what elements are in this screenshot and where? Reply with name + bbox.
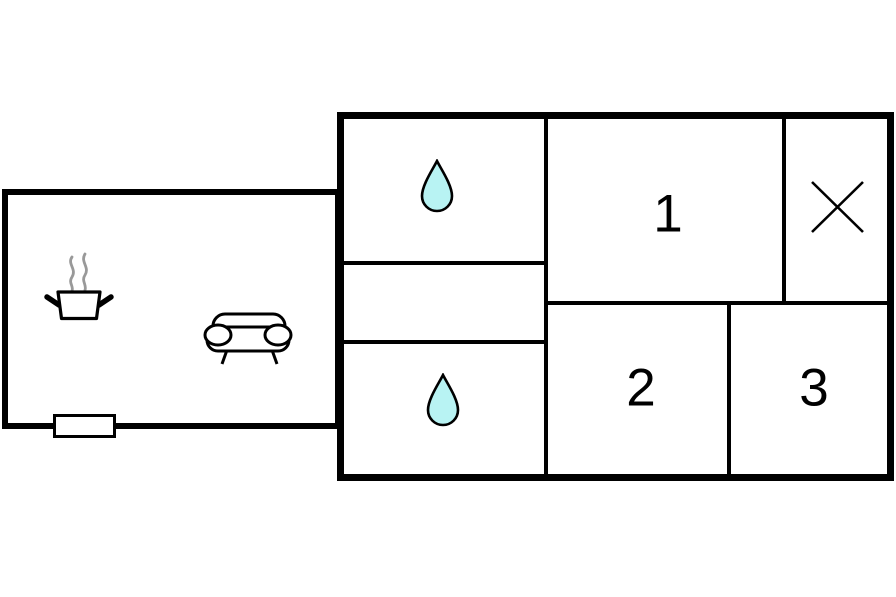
- room-2-label: 2: [626, 358, 656, 418]
- water-drop-icon: [420, 159, 454, 213]
- living-area-outline: [2, 189, 341, 429]
- wall-vertical-center: [544, 119, 548, 474]
- wall-hallway-bathroom-bottom: [344, 340, 548, 344]
- stove-pot-icon: [44, 252, 114, 321]
- sofa-icon: [203, 312, 293, 365]
- room-3-label: 3: [799, 358, 829, 418]
- water-drop-icon: [426, 373, 460, 427]
- wall-room2-room3: [727, 301, 731, 474]
- wall-horizontal-right: [544, 301, 887, 305]
- room-1-label: 1: [653, 184, 683, 244]
- wall-bathroom-top-hallway: [344, 261, 548, 265]
- cross-icon: [811, 181, 864, 233]
- wall-room1-crossroom: [782, 119, 786, 305]
- window-marker: [53, 414, 116, 438]
